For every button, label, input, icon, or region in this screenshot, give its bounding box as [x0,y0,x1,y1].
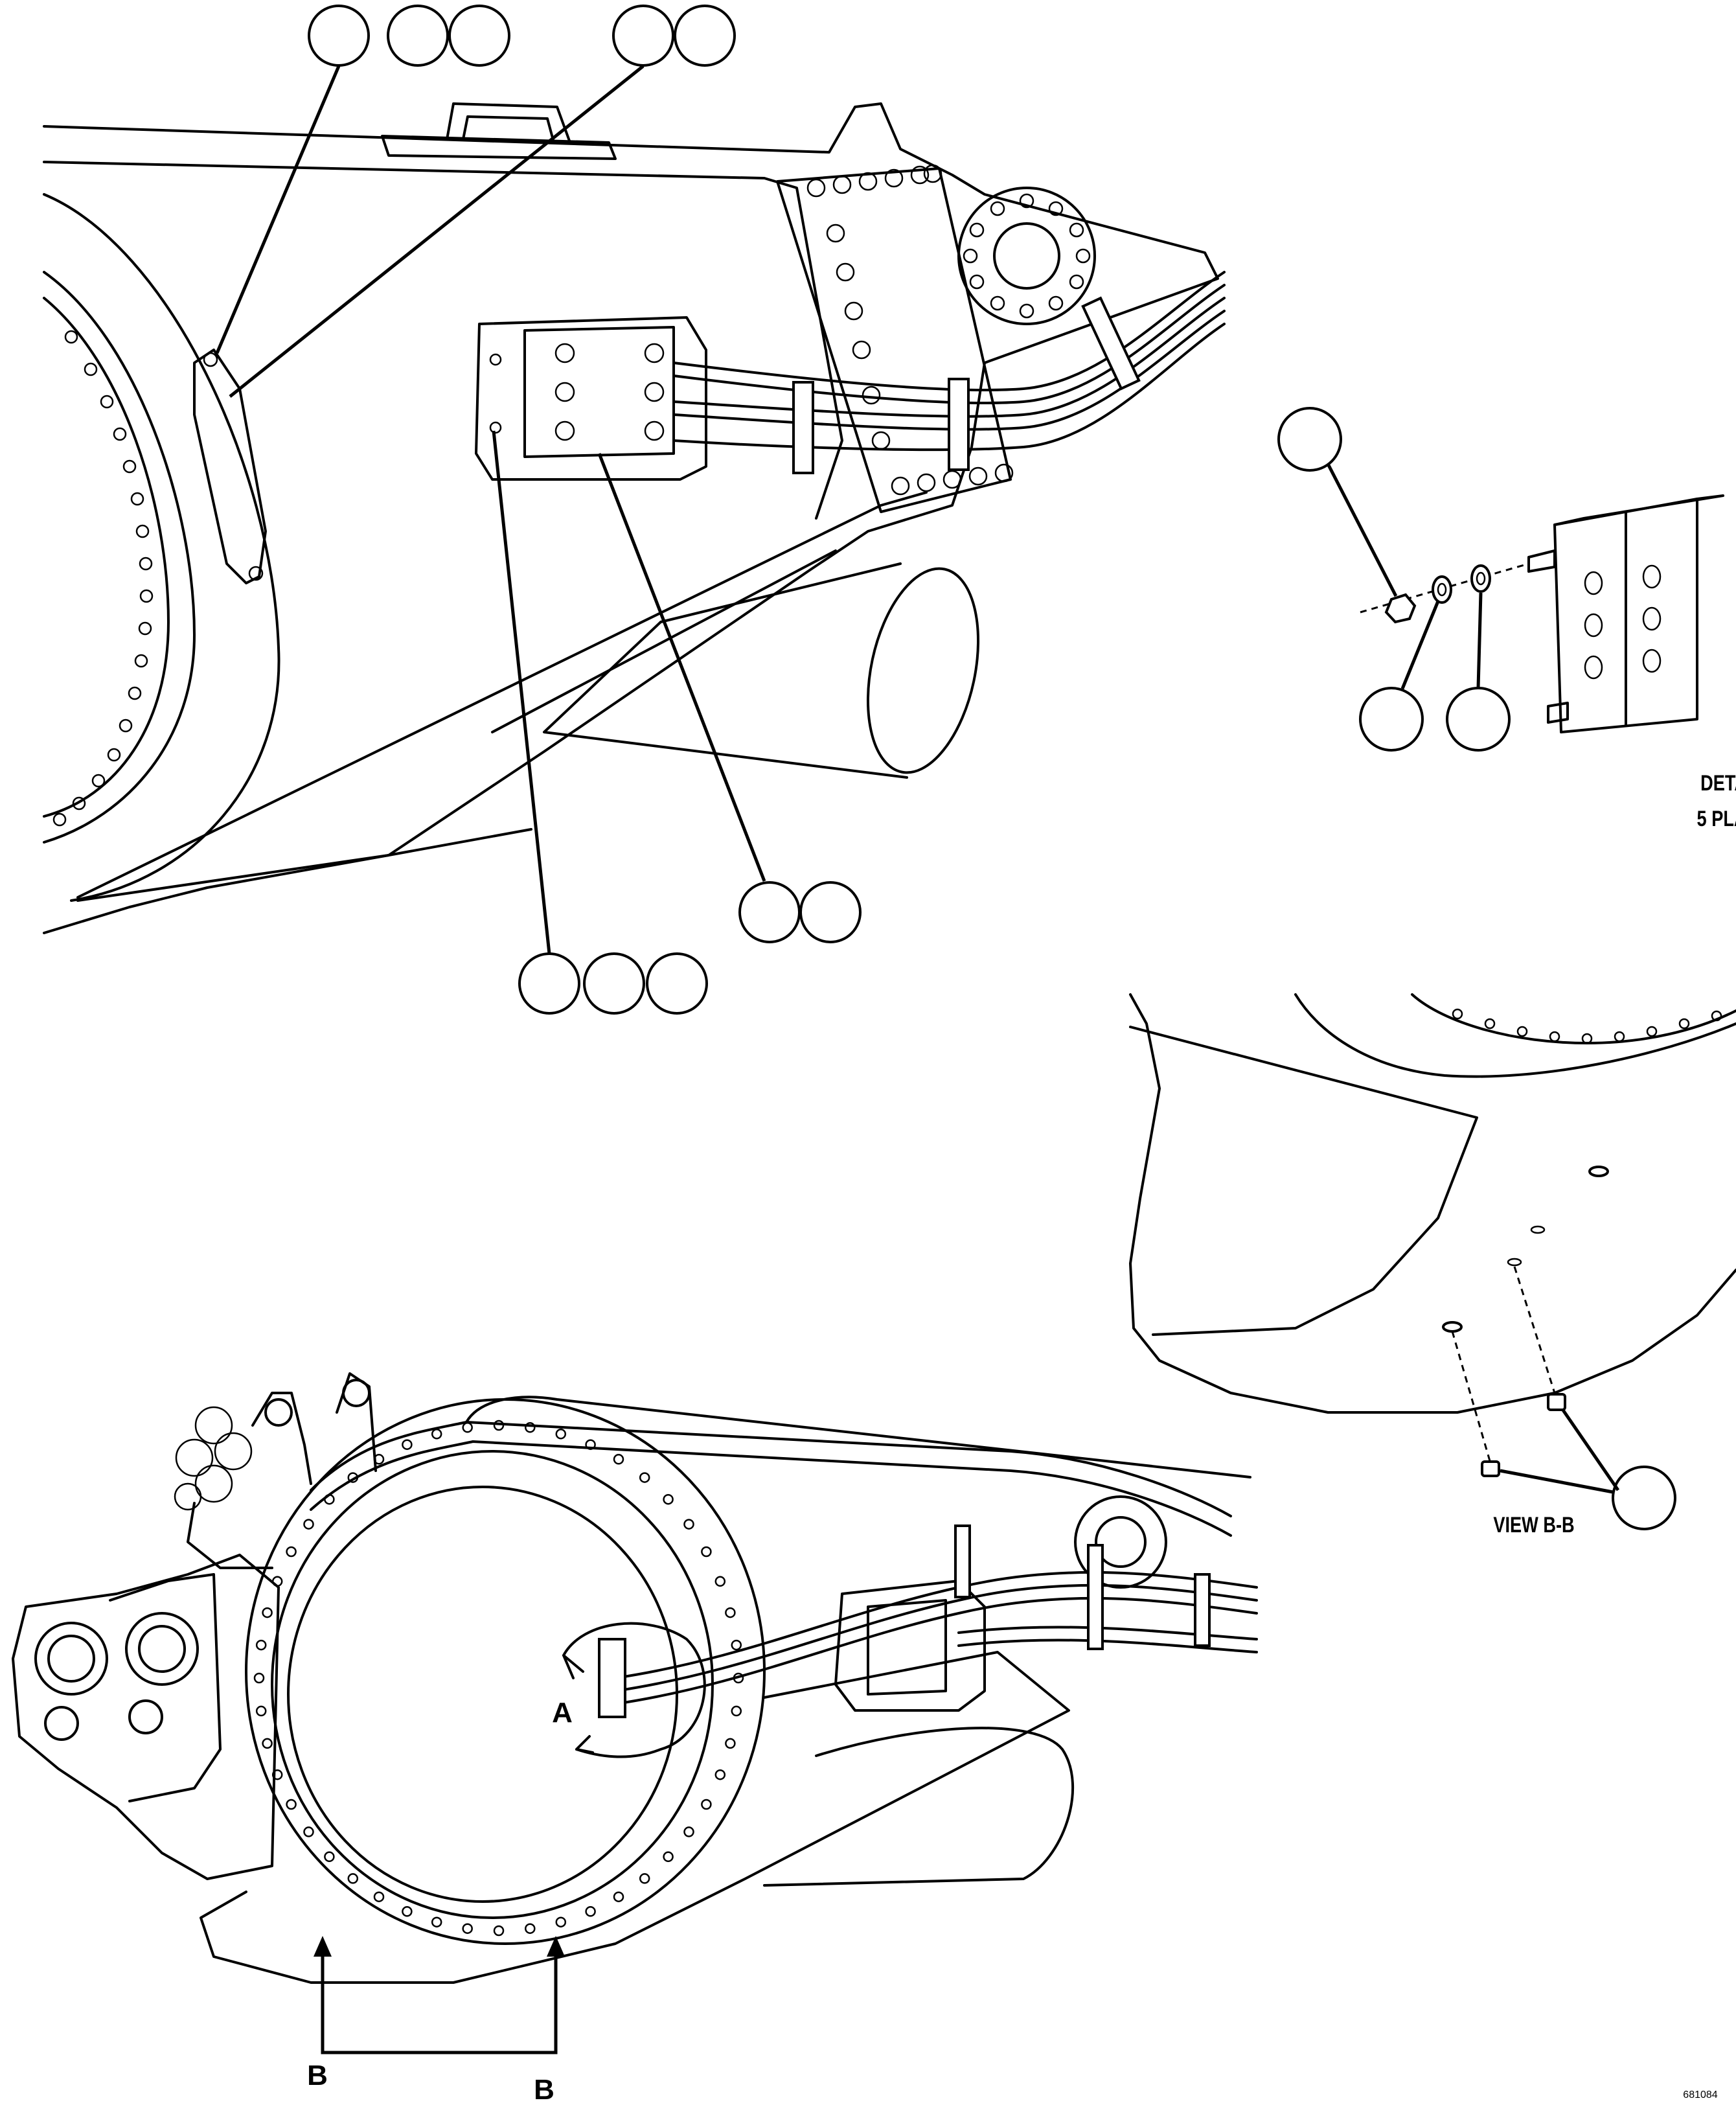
ring-bolt-hole [462,1923,473,1934]
ring-bolt-hole [255,1705,267,1717]
ring-bolt-hole [663,1851,674,1863]
detail-a-marker: A [552,1697,573,1729]
callout-7 [799,881,862,943]
view-bb-title: VIEW B-B [1493,1512,1574,1537]
callout-8 [518,952,580,1015]
section-marker-left: B [307,2060,328,2091]
ring-bolt-hole [431,1429,442,1440]
ring-bolt-hole [714,1769,726,1780]
ring-bolt-hole [402,1906,413,1917]
ring-bolt-hole [373,1454,385,1465]
ring-bolt-hole [613,1454,624,1465]
callout-10 [646,952,708,1015]
top-assembly-view [43,102,1226,934]
ring-bolt-hole [525,1923,536,1934]
callout-group-4 [492,430,708,1015]
view-bb [1129,993,1736,1530]
detail-a-view [1277,407,1724,752]
callout-5 [674,5,736,67]
ring-bolt-hole [462,1422,473,1433]
ring-bolt-hole [324,1851,335,1863]
callout-3 [448,5,510,67]
detail-a-places: 5 PLACES [1697,806,1736,831]
callout-6 [738,881,801,943]
section-marker-right: B [534,2074,554,2105]
ring-bolt-hole [555,1916,567,1927]
ring-bolt-hole [262,1607,273,1618]
ring-bolt-hole [286,1799,297,1810]
ring-bolt-hole [663,1493,674,1505]
ring-bolt-hole [725,1607,736,1618]
ring-bolt-hole [639,1472,650,1483]
ring-bolt-hole [555,1429,567,1440]
ring-bolt-hole [373,1891,385,1902]
ring-bolt-hole [271,1576,283,1587]
ring-bolt-hole [255,1639,267,1651]
ring-bolt-hole [701,1799,712,1810]
callout-2 [387,5,449,67]
ring-bolt-hole [303,1519,314,1530]
detail-a-title: DETAIL A [1700,770,1736,796]
ring-bolt-hole [714,1576,726,1587]
callout-4 [612,5,674,67]
callout-9 [583,952,645,1015]
callout-1 [308,5,370,67]
figure-id: 681084 [1683,2089,1717,2100]
ring-bolt-hole [493,1420,505,1431]
ring-bolt-hole [262,1738,273,1749]
bottom-assembly-view [12,1372,1258,2054]
ring-bolt-hole [701,1546,712,1558]
ring-bolt-hole [493,1925,505,1937]
callout-group-3 [597,453,862,943]
ring-bolt-hole [725,1738,736,1749]
callout-group-1 [215,5,510,354]
ring-bolt-hole [731,1639,742,1651]
ring-bolt-hole [731,1705,742,1717]
ring-bolt-hole [402,1439,413,1450]
ring-bolt-hole [639,1873,650,1884]
ring-bolt-hole [683,1826,694,1837]
ring-bolt-hole [431,1916,442,1927]
ring-bolt-hole [253,1672,265,1684]
ring-bolt-hole [271,1769,283,1780]
ring-bolt-hole [347,1873,359,1884]
ring-bolt-hole [613,1891,624,1902]
ring-bolt-hole [683,1519,694,1530]
ring-bolt-hole [585,1906,596,1917]
ring-bolt-hole [525,1422,536,1433]
ring-bolt-hole [286,1546,297,1558]
callout-group-2 [229,5,736,398]
ring-bolt-hole [303,1826,314,1837]
